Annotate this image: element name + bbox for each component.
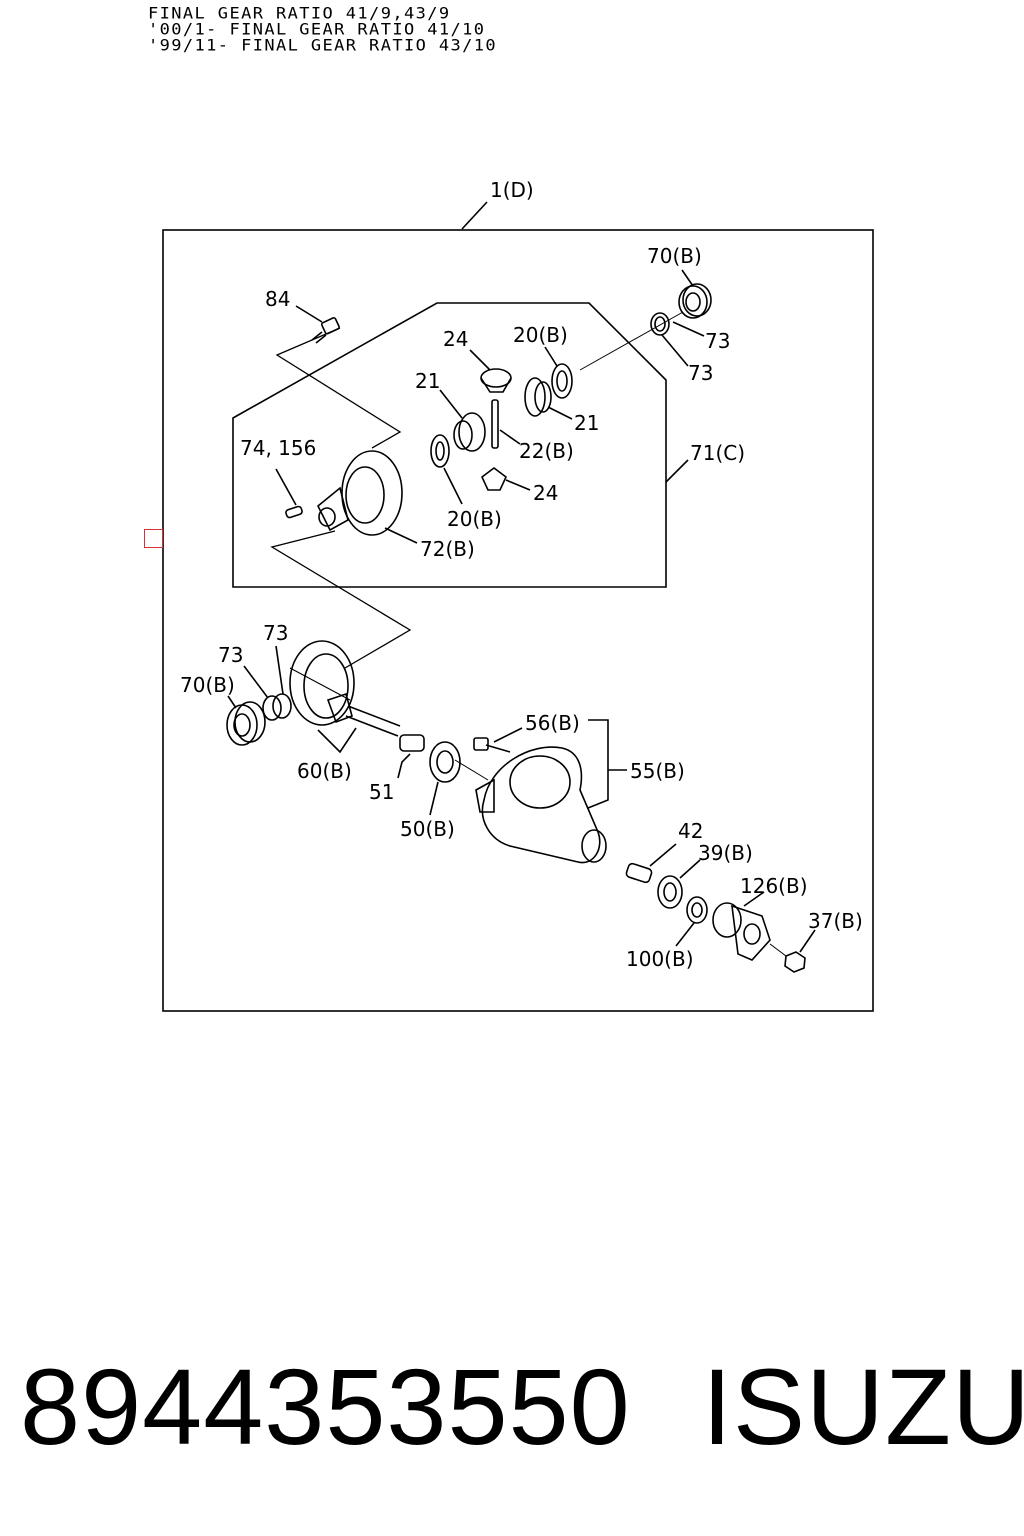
callout-assembly: 1(D): [490, 178, 534, 202]
leader-washer-top-2: [661, 334, 689, 367]
callout-bolt: 84: [265, 287, 290, 311]
part-number: 8944353550: [20, 1346, 631, 1467]
bearing-top-icon: [678, 283, 712, 319]
leader-pinion-shaft: [499, 429, 521, 445]
callout-pinion-gear-bottom: 24: [533, 481, 558, 505]
outer-bearing-icon: [657, 875, 683, 909]
callout-pinion-shaft: 22(B): [519, 439, 574, 463]
callout-carrier-bolt: 56(B): [525, 711, 580, 735]
callout-washer-left-upper: 73: [263, 621, 288, 645]
pinion-gear-bottom-icon: [481, 467, 507, 491]
pinion-bearing-icon: [429, 741, 489, 783]
callout-collapsible-spacer: 42: [678, 819, 703, 843]
diff-case-icon: [316, 450, 403, 536]
axis-line-top: [579, 311, 684, 371]
leader-case-kit: [665, 459, 689, 483]
callout-thrust-washer-top: 20(B): [513, 323, 568, 347]
leader-outer-bearing: [679, 859, 701, 879]
thrust-washer-top-icon: [551, 363, 573, 399]
selection-marker[interactable]: [144, 529, 163, 548]
callout-side-gear-left: 21: [415, 369, 440, 393]
callout-washer-left-lower: 73: [218, 643, 243, 667]
callout-outer-bearing: 39(B): [698, 841, 753, 865]
leader-diff-case: [384, 527, 418, 544]
bolt-84-icon: [311, 317, 340, 344]
leader-bolt: [295, 305, 323, 323]
nut-icon: [769, 943, 806, 973]
brand-name: ISUZU: [702, 1346, 1024, 1467]
leader-washer-top-1: [672, 321, 705, 337]
header-line-3: '99/11- FINAL GEAR RATIO 43/10: [148, 36, 498, 56]
leader-pin: [275, 468, 297, 506]
callout-side-gear-right: 21: [574, 411, 599, 435]
ring-gear-icon: [289, 640, 355, 726]
leader-washer-left-upper: [275, 645, 284, 695]
callout-carrier: 55(B): [630, 759, 685, 783]
leader-nut: [799, 929, 816, 953]
callout-washer-top-1: 73: [705, 329, 730, 353]
collapsible-spacer-icon: [625, 862, 653, 884]
leader-oil-seal: [675, 922, 695, 947]
callout-pinion-bearing: 50(B): [400, 817, 455, 841]
oil-seal-icon: [686, 896, 708, 924]
callout-diff-case: 72(B): [420, 537, 475, 561]
callout-bearing-left: 70(B): [180, 673, 235, 697]
leader-collapsible-spacer: [649, 843, 677, 867]
washer-top-icon: [650, 312, 670, 336]
case-kit-outline: [232, 302, 667, 588]
drive-pinion-icon: [326, 692, 401, 737]
leader-washer-left-lower: [243, 665, 269, 699]
leader-carrier-bolt: [493, 727, 523, 743]
side-gear-left-icon: [453, 412, 486, 452]
leader-bearing-left: [227, 695, 237, 709]
assembly-frame: [162, 229, 874, 1012]
header-notes: FINAL GEAR RATIO 41/9,43/9 '00/1- FINAL …: [148, 6, 497, 54]
bracket-carrier: [587, 719, 609, 809]
header-line-1: FINAL GEAR RATIO 41/9,43/9: [148, 4, 451, 24]
callout-washer-top-2: 73: [688, 361, 713, 385]
guide-line-lower: [270, 530, 412, 669]
leader-pinion-gear-top: [469, 349, 491, 371]
thrust-washer-bottom-icon: [430, 434, 450, 468]
guide-line-upper: [275, 327, 402, 449]
leader-thrust-washer-bottom: [443, 467, 463, 505]
callout-pin: 74, 156: [240, 436, 316, 460]
washer-left-icon: [262, 693, 292, 721]
callout-bearing-top: 70(B): [647, 244, 702, 268]
leader-side-gear-left: [439, 389, 463, 419]
callout-flange: 126(B): [740, 874, 808, 898]
callout-spacer: 51: [369, 780, 394, 804]
pinion-shaft-icon: [491, 399, 499, 449]
leader-bearing-top: [681, 269, 694, 287]
leader-thrust-washer-top: [544, 346, 558, 367]
callout-pinion-gear-top: 24: [443, 327, 468, 351]
bracket-ring-pinion: [317, 727, 357, 754]
leader-flange: [743, 891, 765, 907]
carrier-housing-icon: [475, 746, 607, 864]
flange-icon: [712, 902, 771, 961]
bearing-left-icon: [226, 701, 266, 746]
callout-oil-seal: 100(B): [626, 947, 694, 971]
carrier-bolt-icon: [473, 737, 511, 753]
spacer-icon: [399, 734, 425, 752]
header-line-2: '00/1- FINAL GEAR RATIO 41/10: [148, 20, 486, 40]
leader-side-gear-right: [547, 406, 573, 420]
pin-icon: [285, 505, 303, 519]
callout-ring-pinion-set: 60(B): [297, 759, 352, 783]
leader-spacer: [397, 753, 411, 779]
leader-pinion-bearing: [429, 781, 439, 816]
callout-thrust-washer-bottom: 20(B): [447, 507, 502, 531]
callout-nut: 37(B): [808, 909, 863, 933]
pinion-gear-top-icon: [480, 368, 512, 393]
leader-assembly: [461, 201, 488, 230]
side-gear-right-icon: [524, 377, 552, 417]
leader-pinion-gear-bottom: [505, 479, 531, 491]
callout-case-kit: 71(C): [690, 441, 745, 465]
